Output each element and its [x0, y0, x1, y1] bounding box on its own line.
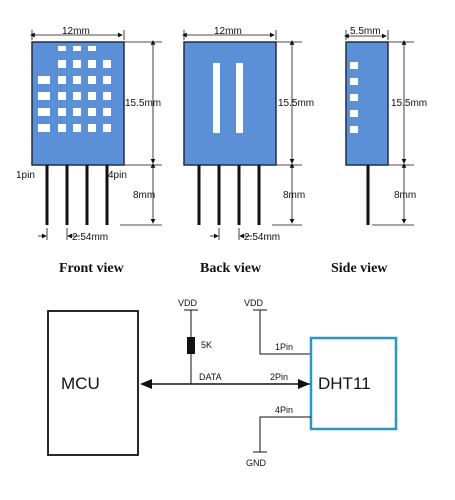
- back-width-dimension: [182, 30, 277, 40]
- side-height-label: 15.5mm: [391, 98, 427, 109]
- side-view-caption: Side view: [331, 261, 388, 276]
- pin1-label: 1Pin: [275, 342, 293, 352]
- front-pin-length-label: 8mm: [133, 190, 155, 201]
- dht11-label: DHT11: [318, 374, 371, 393]
- back-pin-length-label: 8mm: [283, 190, 305, 201]
- front-pin1-label: 1pin: [16, 170, 35, 181]
- front-vent-grid: [38, 46, 111, 132]
- mcu-label: MCU: [61, 374, 100, 393]
- gnd-label: GND: [246, 458, 267, 468]
- dht11-box: [309, 336, 398, 431]
- back-width-label: 12mm: [214, 26, 242, 37]
- side-vents: [350, 62, 358, 133]
- back-height-dimension: [272, 40, 302, 226]
- pullup-resistor: [187, 337, 195, 354]
- front-height-label: 15.5mm: [125, 98, 161, 109]
- back-slot-left: [213, 63, 220, 133]
- back-pitch-label: 2.54mm: [244, 232, 280, 243]
- side-body: [345, 41, 389, 166]
- front-width-label: 12mm: [62, 26, 90, 37]
- vdd-left-label: VDD: [178, 298, 198, 308]
- front-pitch-dimension: [38, 228, 80, 240]
- side-width-label: 5.5mm: [350, 26, 381, 37]
- vdd-right-wire: [259, 310, 311, 355]
- data-label: DATA: [199, 372, 222, 382]
- side-pin-length-label: 8mm: [394, 190, 416, 201]
- back-view-caption: Back view: [200, 261, 262, 276]
- back-body: [183, 41, 277, 166]
- front-pins: [45, 165, 109, 225]
- data-arrow-right-icon: [298, 379, 310, 389]
- front-view-caption: Front view: [59, 261, 125, 276]
- front-view: 12mm 15.5mm 8mm 1pin 4pin 2.54mm Front v…: [16, 26, 162, 276]
- front-width-dimension: [29, 30, 125, 40]
- data-arrow-left-icon: [140, 379, 152, 389]
- gnd-wire: [259, 416, 311, 452]
- schematic: MCU VDD 5K DATA 2Pin VDD 1Pin DHT11 4Pin…: [47, 298, 398, 468]
- front-pitch-label: 2.54mm: [72, 232, 108, 243]
- front-height-dimension: [120, 40, 162, 226]
- resistor-label: 5K: [201, 340, 212, 350]
- front-pin4-label: 4pin: [108, 170, 127, 181]
- mcu-box: [47, 310, 139, 456]
- vdd-right-label: VDD: [244, 298, 264, 308]
- side-height-dimension: [372, 40, 414, 226]
- back-pitch-dimension: [210, 228, 252, 240]
- back-height-label: 15.5mm: [278, 98, 314, 109]
- back-slot-right: [236, 63, 243, 133]
- back-pins: [197, 165, 261, 225]
- side-view: 5.5mm 15.5mm 8mm Side view: [331, 26, 427, 276]
- pin2-label: 2Pin: [270, 372, 288, 382]
- side-width-dimension: [344, 30, 389, 40]
- back-view: 12mm 15.5mm 8mm 2.54mm Back view: [182, 26, 314, 276]
- pin4-label: 4Pin: [275, 405, 293, 415]
